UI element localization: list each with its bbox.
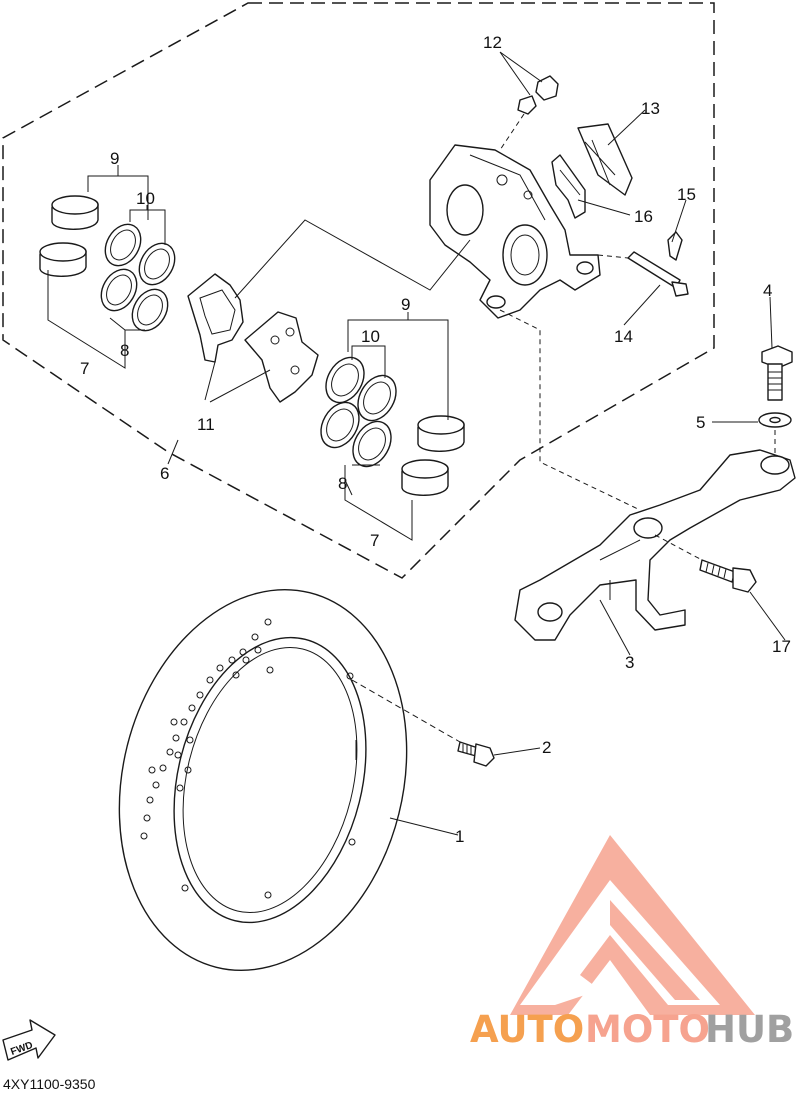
label-10-right: 10 bbox=[361, 327, 380, 346]
label-10-left: 10 bbox=[136, 189, 155, 208]
piston-seals-left bbox=[100, 223, 176, 332]
watermark-text-hub: HUB bbox=[705, 1008, 794, 1051]
catalog-code: 4XY1100-9350 bbox=[3, 1076, 96, 1092]
piston-seals-right bbox=[320, 356, 397, 468]
label-15: 15 bbox=[677, 185, 696, 204]
washer bbox=[758, 412, 792, 428]
disc-bolt bbox=[457, 741, 495, 767]
label-5: 5 bbox=[696, 413, 705, 432]
brake-disc bbox=[118, 588, 408, 972]
bracket-bolt bbox=[761, 345, 793, 401]
pin-clip bbox=[667, 231, 683, 261]
label-11: 11 bbox=[197, 415, 215, 434]
watermark-text-auto: AUTO bbox=[470, 1008, 584, 1051]
bracket-pin-bolt bbox=[699, 559, 757, 593]
label-2: 2 bbox=[542, 738, 551, 757]
bleed-screws bbox=[499, 75, 559, 151]
forward-arrow-icon: FWD bbox=[2, 1019, 56, 1061]
watermark-text-moto: MOTO bbox=[585, 1008, 710, 1051]
label-3: 3 bbox=[625, 653, 634, 672]
label-8-left: 8 bbox=[120, 341, 129, 360]
pad-pin-leader bbox=[597, 254, 629, 259]
part-labels: 1 2 3 4 5 6 7 7 8 8 9 9 10 10 11 12 13 1… bbox=[80, 33, 791, 846]
watermark-logo-icon bbox=[510, 835, 755, 1015]
pad-pin bbox=[627, 251, 689, 297]
label-1: 1 bbox=[455, 827, 464, 846]
label-13: 13 bbox=[641, 99, 660, 118]
label-8-right: 8 bbox=[338, 474, 347, 493]
brake-pads bbox=[187, 273, 319, 403]
label-9-right: 9 bbox=[401, 295, 410, 314]
label-14: 14 bbox=[614, 327, 633, 346]
caliper-bracket bbox=[514, 449, 796, 641]
label-6: 6 bbox=[160, 464, 169, 483]
pad-spring bbox=[551, 154, 586, 219]
label-9-left: 9 bbox=[110, 149, 119, 168]
pistons-left bbox=[39, 195, 99, 277]
caliper-body bbox=[429, 144, 601, 319]
label-7-right: 7 bbox=[370, 531, 379, 550]
label-16: 16 bbox=[634, 207, 653, 226]
pistons-right bbox=[401, 415, 465, 496]
caliper-assembly-boundary bbox=[2, 2, 715, 579]
pad-cover bbox=[577, 123, 633, 196]
label-4: 4 bbox=[763, 281, 772, 300]
label-12: 12 bbox=[483, 33, 502, 52]
leader-lines bbox=[47, 51, 786, 836]
disc-bolt-leader bbox=[351, 679, 461, 743]
label-17: 17 bbox=[772, 637, 791, 656]
label-7-left: 7 bbox=[80, 359, 89, 378]
